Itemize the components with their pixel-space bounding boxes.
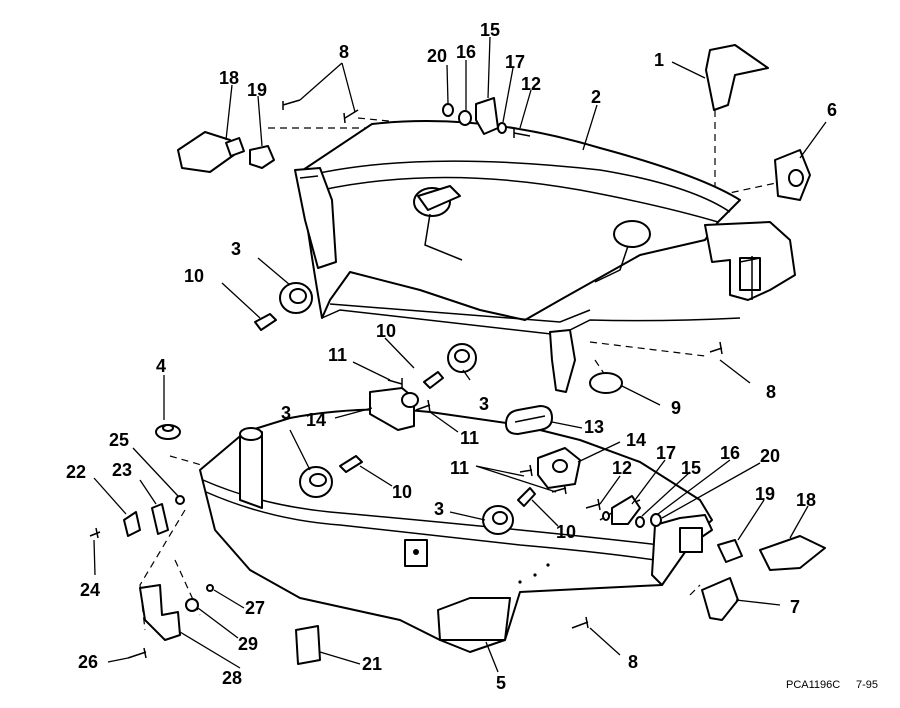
callout-25: 25 bbox=[109, 430, 129, 450]
callout-27: 27 bbox=[245, 598, 265, 618]
callout-28: 28 bbox=[222, 668, 242, 688]
callout-15: 15 bbox=[681, 458, 701, 478]
callout-3: 3 bbox=[281, 403, 291, 423]
callout-11: 11 bbox=[460, 428, 479, 448]
callout-17: 17 bbox=[505, 52, 525, 72]
drawing-code-id: PCA1196C bbox=[786, 679, 840, 691]
callout-11: 11 bbox=[328, 345, 347, 365]
callout-3: 3 bbox=[231, 239, 241, 259]
callout-2: 2 bbox=[591, 87, 601, 107]
callout-15: 15 bbox=[480, 20, 500, 40]
callout-8: 8 bbox=[766, 382, 776, 402]
callout-5: 5 bbox=[496, 673, 506, 693]
callout-14: 14 bbox=[626, 430, 646, 450]
callout-12: 12 bbox=[612, 458, 632, 478]
lower-motor-cover bbox=[199, 408, 713, 653]
callout-23: 23 bbox=[112, 460, 132, 480]
callout-16: 16 bbox=[720, 443, 740, 463]
drawing-code-date: 7-95 bbox=[856, 679, 878, 691]
callout-22: 22 bbox=[66, 462, 86, 482]
callout-9: 9 bbox=[671, 398, 681, 418]
callout-10: 10 bbox=[376, 321, 396, 341]
callout-16: 16 bbox=[456, 42, 476, 62]
callout-13: 13 bbox=[584, 417, 604, 437]
callout-20: 20 bbox=[760, 446, 780, 466]
callout-4: 4 bbox=[156, 356, 166, 376]
callout-11: 11 bbox=[450, 458, 469, 478]
upper-motor-cover bbox=[294, 120, 796, 393]
callout-17: 17 bbox=[656, 443, 676, 463]
callout-29: 29 bbox=[238, 634, 258, 654]
callout-6: 6 bbox=[827, 100, 837, 120]
callout-12: 12 bbox=[521, 74, 541, 94]
callout-labels: 1 2 3 3 3 3 4 5 6 7 8 8 8 9 10 10 10 10 … bbox=[66, 20, 837, 693]
callout-19: 19 bbox=[755, 484, 775, 504]
callout-8: 8 bbox=[339, 42, 349, 62]
leader-lines bbox=[93, 36, 827, 673]
drawing-code: PCA1196C 7-95 bbox=[786, 679, 878, 691]
callout-19: 19 bbox=[247, 80, 267, 100]
callout-26: 26 bbox=[78, 652, 98, 672]
callout-1: 1 bbox=[654, 50, 664, 70]
callout-18: 18 bbox=[796, 490, 816, 510]
small-parts bbox=[89, 44, 826, 665]
callout-24: 24 bbox=[80, 580, 100, 600]
callout-3: 3 bbox=[479, 394, 489, 414]
callout-14: 14 bbox=[306, 410, 326, 430]
callout-8: 8 bbox=[628, 652, 638, 672]
callout-7: 7 bbox=[790, 597, 800, 617]
callout-10: 10 bbox=[392, 482, 412, 502]
callout-21: 21 bbox=[362, 654, 382, 674]
callout-18: 18 bbox=[219, 68, 239, 88]
callout-10: 10 bbox=[184, 266, 204, 286]
callout-10: 10 bbox=[556, 522, 576, 542]
callout-3: 3 bbox=[434, 499, 444, 519]
callout-20: 20 bbox=[427, 46, 447, 66]
